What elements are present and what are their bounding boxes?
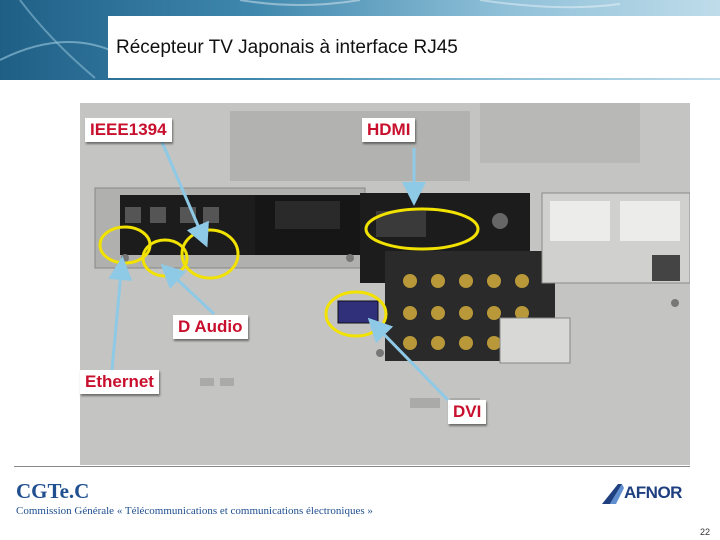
footer-org-full: Commission Générale « Télécommunications… xyxy=(16,505,373,517)
afnor-logo-text: AFNOR xyxy=(624,483,682,502)
footer-divider xyxy=(14,466,690,467)
title-box xyxy=(108,16,720,78)
tv-back-panel-photo xyxy=(80,103,690,465)
afnor-logo-icon xyxy=(602,484,624,504)
callout-dvi: DVI xyxy=(448,400,487,424)
callout-ethernet: Ethernet xyxy=(80,370,159,394)
callout-d-audio: D Audio xyxy=(173,315,248,339)
page-number: 22 xyxy=(700,527,711,537)
banner-decoration xyxy=(0,0,621,79)
footer-org: CGTe.C xyxy=(16,479,90,503)
callout-hdmi: HDMI xyxy=(362,118,416,142)
slide-title: Récepteur TV Japonais à interface RJ45 xyxy=(116,37,458,58)
callout-ieee1394: IEEE1394 xyxy=(85,118,172,142)
tv-panel-illustration xyxy=(80,103,690,465)
